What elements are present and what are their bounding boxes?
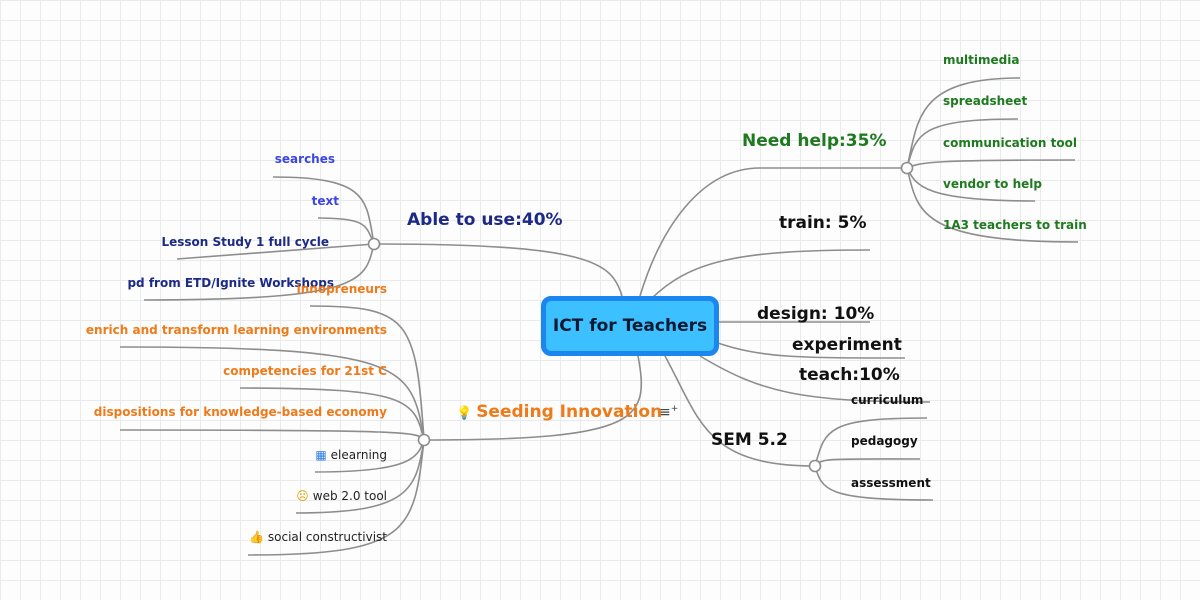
subtopic-vendor-to-help[interactable]: vendor to help — [943, 177, 1042, 191]
subtopic-multimedia[interactable]: multimedia — [943, 53, 1020, 67]
branch-able-to-use[interactable]: Able to use:40% — [407, 210, 563, 230]
branch-train[interactable]: train: 5% — [779, 213, 867, 233]
subtopic-pd-workshops[interactable]: pd from ETD/Ignite Workshops — [127, 276, 334, 290]
subtopic-dispositions[interactable]: dispositions for knowledge-based economy — [93, 405, 387, 419]
branch-experiment[interactable]: experiment — [792, 335, 902, 355]
subtopic-pedagogy[interactable]: pedagogy — [851, 434, 918, 448]
subtopic-innopreneurs[interactable]: innopreneurs — [296, 282, 387, 296]
subtopic-elearning[interactable]: ▦elearning — [315, 449, 387, 461]
lightbulb-icon: 💡 — [456, 406, 473, 421]
branch-teach[interactable]: teach:10% — [799, 365, 900, 385]
subtopic-assessment[interactable]: assessment — [851, 476, 931, 490]
subtopic-enrich-learning[interactable]: enrich and transform learning environmen… — [85, 323, 387, 337]
branch-need-help[interactable]: Need help:35% — [742, 131, 887, 151]
subtopic-text[interactable]: text — [311, 194, 339, 208]
subtopic-spreadsheet[interactable]: spreadsheet — [943, 94, 1028, 108]
central-topic-label: ICT for Teachers — [552, 316, 708, 336]
branch-seeding-label: Seeding Innovation — [476, 402, 663, 422]
branch-sem[interactable]: SEM 5.2 — [711, 430, 788, 450]
subtopic-elearning-label: elearning — [330, 448, 387, 462]
branch-design[interactable]: design: 10% — [757, 304, 875, 324]
central-topic[interactable]: ICT for Teachers — [541, 296, 719, 356]
subtopic-web20-label: web 2.0 tool — [312, 489, 387, 503]
subtopic-lesson-study[interactable]: Lesson Study 1 full cycle — [161, 235, 329, 249]
windows-logo-icon: ▦ — [315, 448, 327, 462]
subtopic-communication-tool[interactable]: communication tool — [943, 136, 1077, 150]
subtopic-1a3-teachers[interactable]: 1A3 teachers to train — [943, 218, 1087, 232]
subtopic-curriculum[interactable]: curriculum — [851, 393, 924, 407]
subtopic-social-constructivist[interactable]: 👍social constructivist — [249, 531, 387, 543]
note-icon[interactable]: ≡+ — [659, 404, 679, 421]
branch-seeding-innovation[interactable]: 💡Seeding Innovation — [456, 404, 662, 421]
subtopic-competencies[interactable]: competencies for 21st C — [223, 364, 387, 378]
subtopic-social-label: social constructivist — [267, 530, 387, 544]
subtopic-searches[interactable]: searches — [274, 152, 335, 166]
subtopic-web20[interactable]: ☹web 2.0 tool — [296, 490, 387, 502]
sad-face-icon: ☹ — [296, 489, 309, 503]
thumbs-up-icon: 👍 — [248, 530, 264, 544]
